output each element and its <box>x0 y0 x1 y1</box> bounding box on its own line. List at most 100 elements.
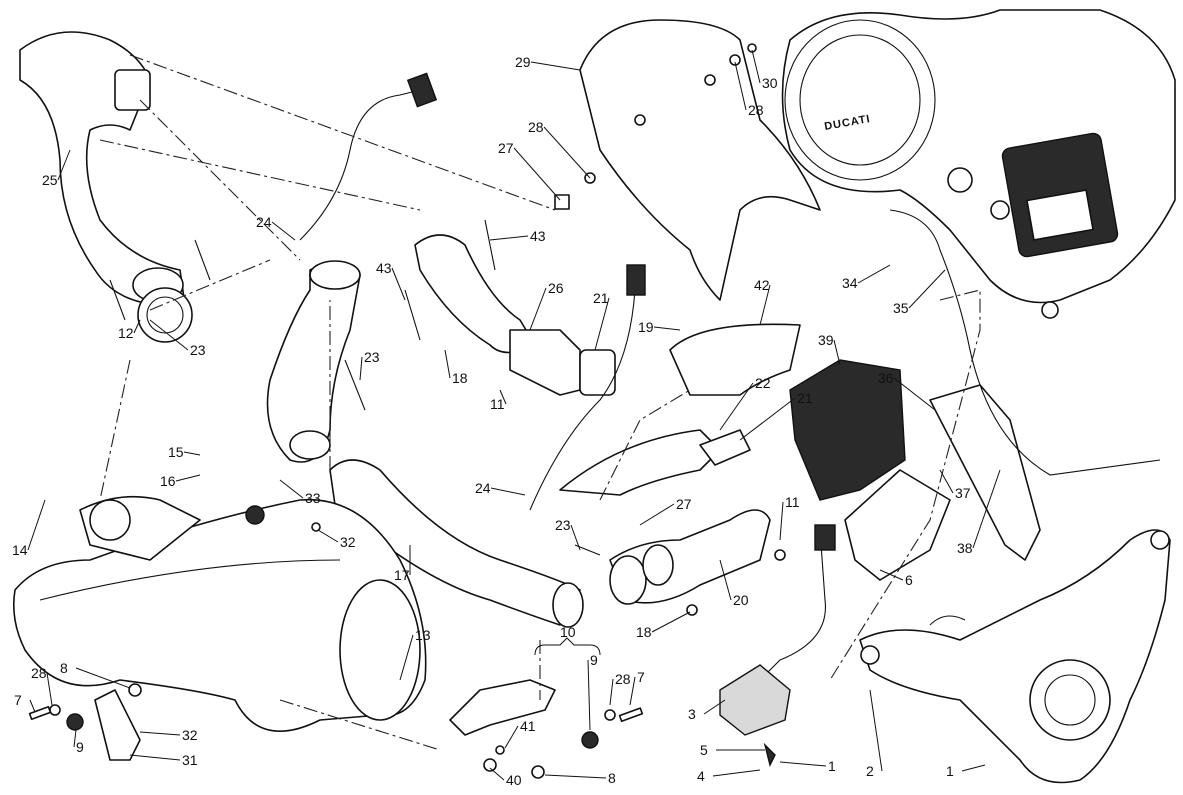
bracket-41 <box>449 679 556 736</box>
callout-leader-line <box>779 761 827 767</box>
part-number-callout: 24 <box>256 214 272 230</box>
part-number-callout: 8 <box>60 660 68 676</box>
lambda-sensor-24b-cable <box>529 289 636 511</box>
callout-leader-line <box>271 221 296 241</box>
part-number-callout: 32 <box>182 727 198 743</box>
part-number-callout: 30 <box>762 75 778 91</box>
callout-leader-line <box>27 499 46 551</box>
silencer-13 <box>12 495 427 733</box>
callout-leader-line <box>489 235 529 241</box>
part-number-callout: 33 <box>305 490 321 506</box>
callout-bracket <box>534 637 601 656</box>
part-number-callout: 43 <box>376 260 392 276</box>
callout-leader-line <box>317 529 339 543</box>
callout-leader-line <box>279 479 304 499</box>
cable-35 <box>889 209 1161 476</box>
callout-leader-line <box>857 264 891 284</box>
exhaust-pipe-26 <box>414 234 581 396</box>
part-number-callout: 27 <box>676 496 692 512</box>
part-number-callout: 12 <box>118 325 134 341</box>
callout-leader-line <box>530 61 581 71</box>
callout-leader-line <box>504 725 519 749</box>
part-number-callout: 17 <box>394 567 410 583</box>
callout-leader-line <box>703 699 726 715</box>
part-number-callout: 32 <box>340 534 356 550</box>
callout-leader-line <box>359 356 363 381</box>
part-number-callout: 18 <box>452 370 468 386</box>
callout-leader-line <box>391 267 406 301</box>
callout-leader-line <box>651 611 691 633</box>
callout-leader-line <box>543 126 591 179</box>
callout-leader-line <box>529 287 547 331</box>
callout-leader-line <box>833 339 841 366</box>
callout-leader-line <box>75 667 131 689</box>
callout-leader-line <box>759 284 771 326</box>
part-number-callout: 16 <box>160 473 176 489</box>
cover-6 <box>844 469 951 581</box>
part-number-callout: 2 <box>866 763 874 779</box>
callout-leader-line <box>972 469 1001 549</box>
gasket-21b <box>579 349 616 396</box>
callout-leader-line <box>399 634 414 681</box>
part-number-callout: 23 <box>364 349 380 365</box>
part-number-callout: 39 <box>818 332 834 348</box>
callout-leader-line <box>183 451 201 456</box>
bracket-38 <box>929 384 1041 561</box>
part-number-callout: 24 <box>475 480 491 496</box>
callout-leader-line <box>712 769 761 777</box>
part-number-callout: 21 <box>797 390 813 406</box>
assembly-lines <box>99 54 981 751</box>
part-number-callout: 43 <box>530 228 546 244</box>
fasteners <box>28 43 966 779</box>
callout-leader-line <box>653 326 681 331</box>
callout-leader-line <box>570 524 581 551</box>
part-number-callout: 38 <box>957 540 973 556</box>
callout-leader-line <box>57 149 71 181</box>
callout-leader-line <box>908 269 946 309</box>
callout-leader-line <box>490 487 526 496</box>
part-number-callout: 36 <box>878 370 894 386</box>
connector <box>406 72 438 108</box>
callout-leader-line <box>779 501 784 541</box>
part-number-callout: 27 <box>498 140 514 156</box>
connector-b <box>626 264 646 296</box>
part-number-callout: 15 <box>168 444 184 460</box>
part-number-callout: 3 <box>688 706 696 722</box>
callout-leader-line <box>739 397 796 441</box>
part-number-callout: 4 <box>697 768 705 784</box>
part-number-callout: 19 <box>638 319 654 335</box>
exhaust-pipe-20 <box>609 509 771 605</box>
part-number-callout: 29 <box>515 54 531 70</box>
callout-leader-line <box>73 729 77 748</box>
part-number-callout: 9 <box>76 739 84 755</box>
callout-leader-line <box>129 754 181 761</box>
part-number-callout: 37 <box>955 485 971 501</box>
exhaust-pipe-17 <box>329 459 584 628</box>
part-number-callout: 31 <box>182 752 198 768</box>
engine-crankcase: DUCATI <box>781 9 1176 319</box>
part-number-callout: 5 <box>700 742 708 758</box>
part-number-callout: 35 <box>893 300 909 316</box>
part-number-callout: 26 <box>548 280 564 296</box>
part-number-callout: 6 <box>905 572 913 588</box>
part-number-callout: 25 <box>42 172 58 188</box>
callout-leader-line <box>869 689 883 772</box>
callout-leader-line <box>594 297 610 351</box>
part-number-callout: 42 <box>754 277 770 293</box>
callout-leader-line <box>444 349 451 379</box>
callout-leader-line <box>499 389 507 405</box>
part-number-callout: 8 <box>608 770 616 786</box>
callout-leader-line <box>46 672 53 706</box>
part-number-callout: 23 <box>555 517 571 533</box>
gasket-12 <box>137 287 193 343</box>
servo-actuator-3 <box>719 664 791 736</box>
callout-labels: 2523242928273028434326211942393435363738… <box>12 49 1001 788</box>
callout-leader-line <box>175 474 201 482</box>
callout-leader-line <box>719 559 732 601</box>
part-number-callout: 14 <box>12 542 28 558</box>
callout-leader-line <box>961 764 986 772</box>
part-number-callout: 11 <box>785 494 800 510</box>
cover-39 <box>789 359 906 501</box>
callout-leader-line <box>609 678 614 706</box>
